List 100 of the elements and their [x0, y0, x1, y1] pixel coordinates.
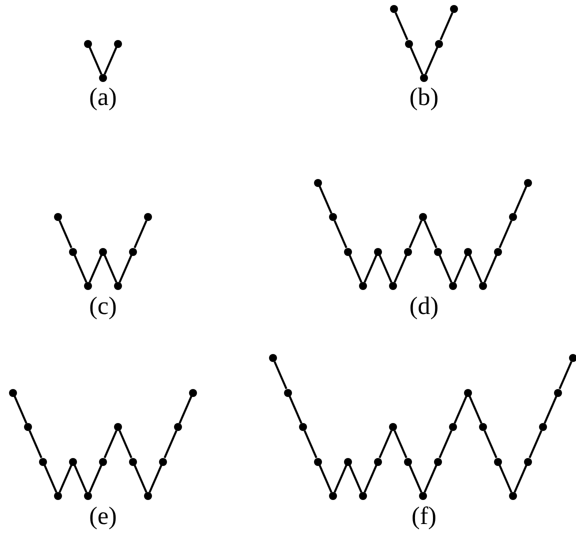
vertex-dot [174, 423, 182, 431]
vertex-dot [539, 423, 547, 431]
edge-line [178, 396, 192, 424]
edge-line [334, 464, 348, 493]
vertex-dot [159, 458, 167, 466]
edge-line [88, 464, 102, 493]
edge-line [134, 220, 148, 248]
vertex-dot [69, 458, 77, 466]
vertex-dot [344, 458, 352, 466]
edge-line [104, 254, 118, 283]
vertex-dot [284, 388, 292, 396]
vertex-dot [434, 248, 442, 256]
edge-line [498, 464, 512, 493]
edge-line [394, 12, 408, 40]
edge-line [334, 220, 348, 248]
vertex-dot [299, 423, 307, 431]
vertex-dot [114, 423, 122, 431]
edge-line [438, 254, 452, 283]
edge-line [274, 361, 288, 390]
edge-line [438, 430, 452, 458]
edge-line [378, 254, 392, 283]
vertex-dot [314, 458, 322, 466]
edge-line [410, 46, 424, 75]
edge-line [424, 46, 438, 75]
vertex-dot [39, 458, 47, 466]
vertex-dot [419, 492, 427, 500]
edge-line [364, 254, 378, 283]
vertex-dot [389, 282, 397, 290]
edge-line [558, 361, 572, 390]
edge-line [514, 186, 528, 214]
vertex-dot [24, 423, 32, 431]
edge-line [304, 430, 318, 458]
vertex-dot [84, 40, 92, 48]
vertex-dot [449, 282, 457, 290]
vertex-dot [464, 248, 472, 256]
vertex-dot [374, 248, 382, 256]
vertex-dot [405, 40, 413, 48]
vertex-dot [389, 423, 397, 431]
vertex-dot [99, 248, 107, 256]
edge-line [454, 254, 468, 283]
vertex-dot [84, 492, 92, 500]
edge-line [424, 464, 438, 493]
vertex-dot [404, 248, 412, 256]
figure-label: (b) [409, 84, 439, 112]
vertex-dot [420, 74, 428, 82]
edge-line [148, 464, 162, 493]
vertex-dot [84, 282, 92, 290]
edge-line [408, 464, 422, 493]
edge-line [104, 46, 118, 75]
edge-line [498, 220, 512, 248]
edge-line [544, 396, 558, 424]
figure-label: (c) [89, 293, 117, 321]
vertex-dot [9, 388, 17, 396]
vertex-dot [435, 40, 443, 48]
vertex-dot [54, 213, 62, 221]
figure-label: (e) [89, 503, 117, 531]
vertex-dot [434, 458, 442, 466]
vertex-dot [329, 213, 337, 221]
vertex-dot [390, 5, 398, 13]
edge-line [318, 464, 332, 493]
edge-line [528, 430, 542, 458]
edge-line [364, 464, 378, 493]
vertex-dot [359, 492, 367, 500]
vertex-dot [344, 248, 352, 256]
vertex-dot [374, 458, 382, 466]
edge-line [288, 396, 302, 424]
figure-label: (d) [409, 293, 439, 321]
edge-line [104, 430, 118, 458]
edge-line [44, 464, 58, 493]
edge-line [14, 396, 28, 424]
vertex-dot [129, 248, 137, 256]
edge-line [394, 254, 408, 283]
vertex-dot [524, 458, 532, 466]
vertex-dot [114, 282, 122, 290]
edge-line [348, 464, 362, 493]
vertex-dot [464, 388, 472, 396]
vertex-dot [359, 282, 367, 290]
vertex-dot [99, 74, 107, 82]
edge-line [74, 464, 88, 493]
vertex-dot [69, 248, 77, 256]
edge-line [394, 430, 408, 458]
edge-line [88, 254, 102, 283]
edge-line [454, 396, 468, 424]
vertex-dot [114, 40, 122, 48]
edge-line [468, 254, 482, 283]
vertex-dot [54, 492, 62, 500]
edge-line [134, 464, 148, 493]
vertex-dot [269, 354, 277, 362]
edge-line [468, 396, 482, 424]
figure-label: (a) [89, 84, 117, 112]
vertex-dot [189, 388, 197, 396]
edge-line [118, 254, 132, 283]
edge-line [514, 464, 528, 493]
edge-line [58, 464, 72, 493]
edge-line [484, 430, 498, 458]
edge-line [58, 220, 72, 248]
vertex-dot [144, 213, 152, 221]
vertex-dot [450, 5, 458, 13]
vertex-dot [479, 282, 487, 290]
edge-line [88, 46, 102, 75]
